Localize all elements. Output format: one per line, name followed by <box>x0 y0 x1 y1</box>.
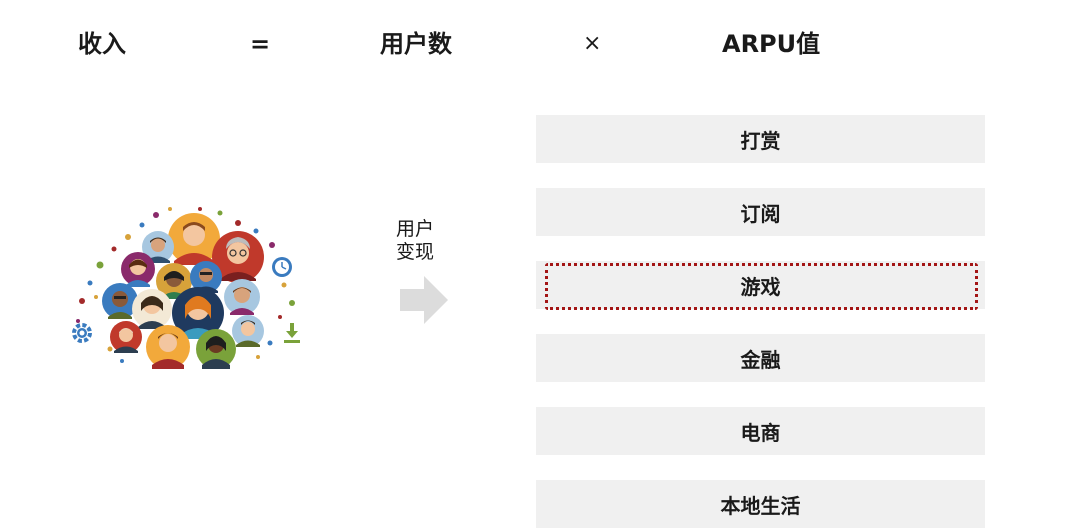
formula-equals-sign: = <box>250 30 271 58</box>
category-label: 本地生活 <box>720 493 801 518</box>
right-arrow-icon <box>400 276 448 324</box>
category-ecommerce: 电商 <box>536 407 985 455</box>
category-subscription: 订阅 <box>536 188 985 236</box>
category-games: 游戏 <box>536 261 985 310</box>
user-crowd-icon <box>72 207 300 369</box>
download-icon <box>284 323 300 343</box>
confetti-dots <box>76 207 295 363</box>
formula-times-sign: × <box>583 31 602 56</box>
category-finance: 金融 <box>536 334 985 382</box>
user-monetization: 用户 变现 <box>396 218 456 326</box>
formula-arpu: ARPU值 <box>722 30 821 58</box>
person-avatar <box>146 325 190 369</box>
arpu-category-list: 打赏 订阅 游戏 金融 电商 本地生活 <box>536 115 985 528</box>
category-label: 金融 <box>740 347 781 372</box>
person-avatar <box>121 252 155 287</box>
formula-users: 用户数 <box>380 30 452 58</box>
category-local-services: 本地生活 <box>536 480 985 528</box>
category-label: 电商 <box>740 420 781 445</box>
person-avatar <box>132 289 172 329</box>
person-avatar <box>172 287 224 339</box>
person-avatar <box>212 231 264 283</box>
person-avatar <box>168 213 220 265</box>
person-avatar <box>156 263 192 299</box>
person-avatar <box>142 231 174 263</box>
clock-icon <box>272 257 292 277</box>
person-avatar <box>196 329 236 369</box>
person-avatar <box>110 321 142 353</box>
category-label: 打赏 <box>740 128 781 153</box>
monetization-label-line1: 用户 <box>396 218 435 240</box>
category-tipping: 打赏 <box>536 115 985 163</box>
monetization-label-line2: 变现 <box>396 241 435 263</box>
person-avatar <box>232 315 264 347</box>
formula-revenue: 收入 <box>78 30 126 58</box>
category-label: 订阅 <box>740 201 781 226</box>
category-label: 游戏 <box>740 274 781 299</box>
gear-icon <box>72 323 92 343</box>
person-avatar <box>224 279 260 315</box>
person-avatar <box>102 283 138 319</box>
